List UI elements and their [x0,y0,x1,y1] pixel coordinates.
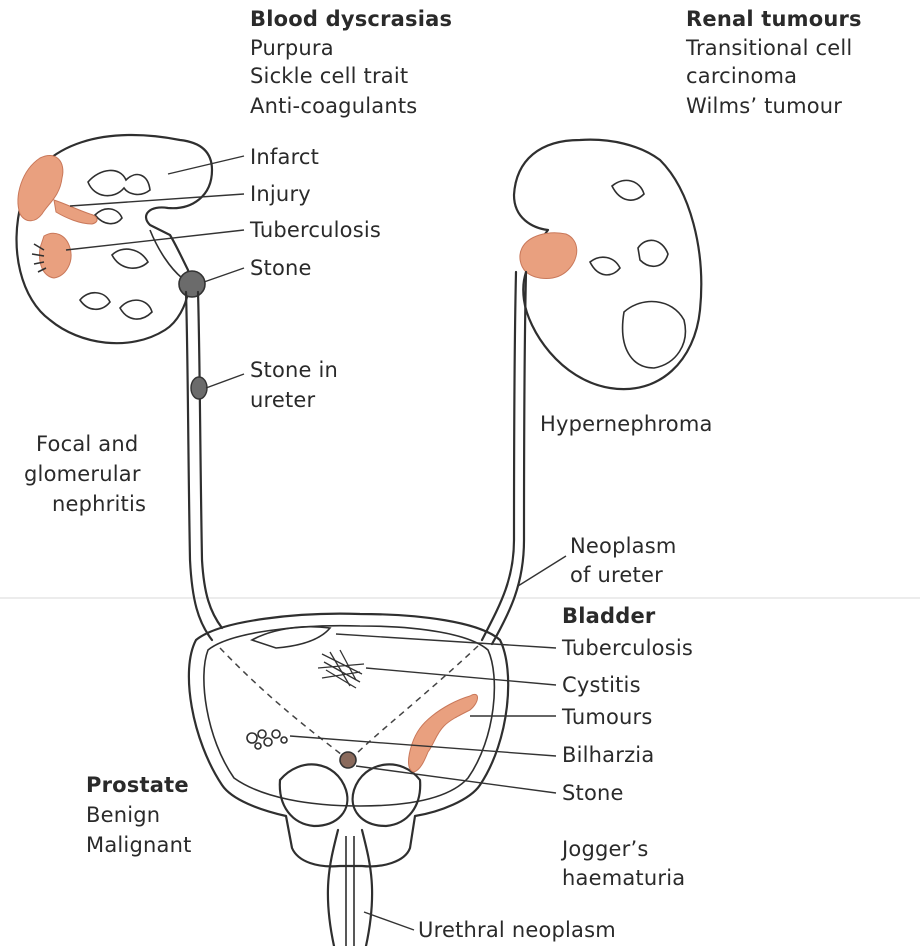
injury-lesion [54,200,97,224]
renal-tumours-item: Transitional cell [686,34,852,63]
blood-dyscrasias-heading: Blood dyscrasias [250,5,452,34]
prostate-item: Malignant [86,831,192,860]
label-neoplasm-of-ureter: of ureter [570,561,663,590]
label-joggers-haematuria: Jogger’s [562,835,648,864]
bladder-item-bilharzia: Bilharzia [562,741,654,770]
prostate-item: Benign [86,801,160,830]
label-stone-in-ureter: Stone in [250,356,338,385]
label-tuberculosis: Tuberculosis [250,216,381,245]
bladder-item-cystitis: Cystitis [562,671,641,700]
label-neoplasm-of-ureter: Neoplasm [570,532,677,561]
label-infarct: Infarct [250,143,319,172]
blood-dyscrasias-item: Anti-coagulants [250,92,417,121]
hypernephroma-lesion [520,233,577,279]
label-hypernephroma: Hypernephroma [540,410,713,439]
right-ureter [482,272,526,644]
prostate-lobes [280,764,420,826]
renal-stone [179,271,205,297]
label-nephritis: Focal and [36,430,138,459]
prostate-heading: Prostate [86,771,189,800]
renal-tumours-item: carcinoma [686,62,797,91]
label-nephritis: nephritis [52,490,146,519]
blood-dyscrasias-item: Sickle cell trait [250,62,408,91]
tuberculosis-lesion [32,233,71,278]
bladder-tumour-lesion [409,694,478,772]
bladder-item-tumours: Tumours [562,703,653,732]
left-ureter [186,292,222,640]
renal-tumours-item: Wilms’ tumour [686,92,842,121]
bladder-item-tuberculosis: Tuberculosis [562,634,693,663]
label-nephritis: glomerular [24,460,141,489]
ureteric-stone [191,377,207,399]
bladder-stone [340,752,356,768]
label-stone-in-ureter: ureter [250,386,315,415]
blood-dyscrasias-item: Purpura [250,34,334,63]
renal-tumours-heading: Renal tumours [686,5,862,34]
bladder-tuberculosis-lesion [252,627,330,648]
bladder-item-stone: Stone [562,779,624,808]
cystitis-lesion [318,650,364,688]
bladder-heading: Bladder [562,602,655,631]
label-urethral-neoplasm: Urethral neoplasm [418,916,616,945]
label-stone: Stone [250,254,312,283]
urethra [328,830,372,946]
label-injury: Injury [250,180,311,209]
bilharzia-lesion [247,730,287,749]
label-joggers-haematuria: haematuria [562,864,685,893]
